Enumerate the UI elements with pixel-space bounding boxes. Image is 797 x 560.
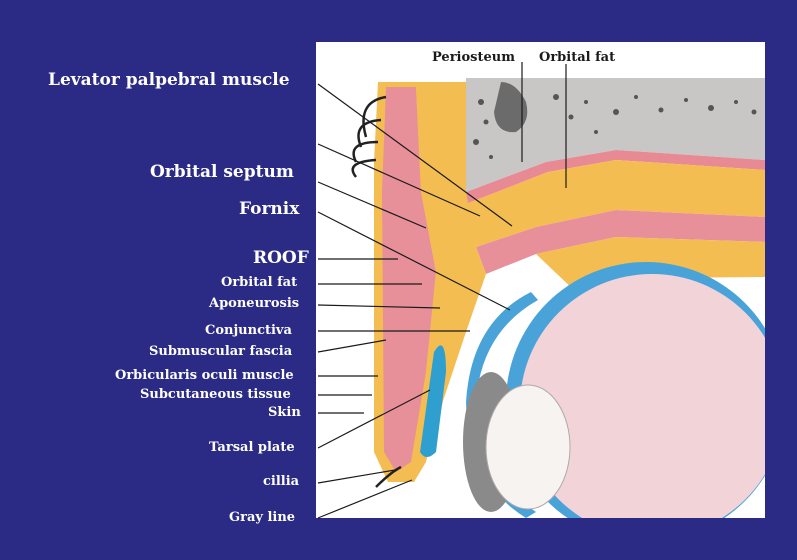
label-periosteum: Periosteum [432,50,515,65]
label-conjunctiva: Conjunctiva [205,323,292,338]
label-levator-palpebral-muscle: Levator palpebral muscle [48,70,290,90]
label-cillia: cillia [263,474,299,489]
eyelid-cross-section-illustration [316,42,765,518]
label-orbicularis-oculi-muscle: Orbicularis oculi muscle [115,368,294,383]
label-tarsal-plate: Tarsal plate [209,440,295,455]
label-aponeurosis: Aponeurosis [209,296,299,311]
label-submuscular-fascia: Submuscular fascia [149,344,292,359]
label-skin: Skin [268,405,301,420]
label-fornix: Fornix [239,199,299,219]
anatomy-illustration-panel [316,42,765,518]
label-gray-line: Gray line [229,510,295,525]
label-orbital-fat-top: Orbital fat [539,50,615,65]
label-subcutaneous-tissue: Subcutaneous tissue [140,387,291,402]
lens [486,385,570,509]
label-orbital-fat-left: Orbital fat [221,275,297,290]
label-roof: ROOF [253,248,309,268]
label-orbital-septum: Orbital septum [150,162,294,182]
